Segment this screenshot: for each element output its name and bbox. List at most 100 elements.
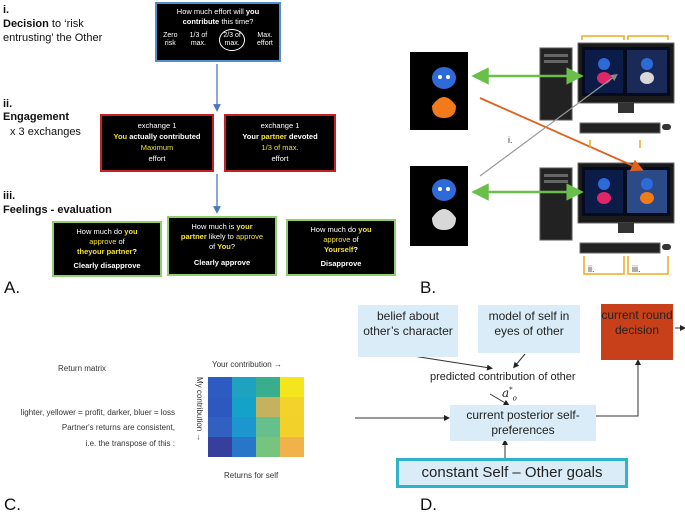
y-axis-label: My contribution → <box>195 377 204 442</box>
a-sup: * <box>509 386 513 394</box>
decision-screen: How much effort will you contribute this… <box>155 2 281 62</box>
exchange-left-you: You <box>113 132 128 141</box>
eval1-q3: theyour partner <box>76 247 133 256</box>
avatar-top-head <box>432 67 456 89</box>
eval1-line2: approve of <box>54 237 160 247</box>
eval1-line1: How much do you <box>54 227 160 237</box>
bracket-bottom-left <box>583 256 625 275</box>
matrix-cell <box>208 397 232 417</box>
eval1-answer: Clearly disapprove <box>73 261 141 270</box>
opt2-l2: max. <box>190 40 206 47</box>
predicted-symbol: a*o <box>502 386 517 402</box>
predicted-label: predicted contribution of other <box>430 371 576 383</box>
monitor-bottom-right-pane <box>627 170 667 213</box>
label-iii: iii. <box>632 264 641 274</box>
eval1-q2-post: of <box>116 237 125 246</box>
eval3-line3: Yourself? <box>288 245 394 255</box>
node-posterior: current posterior self-preferences <box>450 405 596 441</box>
arrow-model <box>513 353 526 369</box>
avatar-top-body <box>432 97 456 118</box>
exchange-right-title: exchange 1 <box>260 121 300 130</box>
computer-top <box>539 42 675 134</box>
matrix-cell <box>256 397 280 417</box>
arrow-belief <box>412 355 493 371</box>
return-matrix-heatmap <box>208 377 304 457</box>
decision-question: How much effort will you <box>157 7 279 17</box>
matrix-cell <box>208 417 232 437</box>
eval2-q3-em: You <box>217 242 231 251</box>
decision-question-line2: contribute this time? <box>157 17 279 27</box>
step-iii-number: iii. <box>3 190 16 202</box>
exchange-left-line2: You actually contributed <box>102 131 212 142</box>
matrix-cell <box>256 437 280 457</box>
exchange-right-unit: effort <box>271 154 289 163</box>
tower-top <box>539 47 573 121</box>
exchange-right-partner: partner <box>260 132 287 141</box>
arrow-orange <box>479 97 644 172</box>
matrix-cell <box>256 417 280 437</box>
exchange-screen-self: exchange 1 You actually contributed Maxi… <box>100 114 214 172</box>
step-i-title-line2: entrusting’ the Other <box>3 32 103 44</box>
step-iii-title: Feelings - evaluation <box>3 204 112 216</box>
eval3-line1: How much do you <box>288 225 394 235</box>
return-matrix-title: Return matrix <box>58 364 107 373</box>
computer-bottom <box>539 162 675 254</box>
keyboard-bottom <box>579 242 661 254</box>
arrow-predicted <box>489 393 510 406</box>
step-ii-title: Engagement <box>3 111 70 123</box>
step-ii-number: ii. <box>3 98 13 110</box>
eval1-q1-pre: How much do <box>76 227 125 236</box>
monitor-bottom-left-pane <box>585 170 623 213</box>
node-model-of-self: model of self in eyes of other <box>478 305 580 353</box>
step-i-title: Decision to ‘risk <box>3 18 133 31</box>
exchange-left-title: exchange 1 <box>137 121 177 130</box>
matrix-cell <box>256 377 280 397</box>
exchange-screen-partner: exchange 1 Your partner devoted 1/3 of m… <box>224 114 336 172</box>
option-max-effort[interactable]: Max.effort <box>257 32 273 51</box>
eval3-q2-post: of <box>350 235 359 244</box>
tower-bottom <box>539 167 573 241</box>
opt3-l1: 2/3 of <box>223 32 241 39</box>
avatar-top-photo <box>410 52 468 130</box>
matrix-cell <box>280 377 304 397</box>
matrix-cell <box>232 377 256 397</box>
exchange-right-pre: Your <box>242 132 261 141</box>
exchange-left-unit: effort <box>148 154 166 163</box>
panel-d-arrows <box>355 325 685 458</box>
panel-a-letter: A. <box>4 278 21 297</box>
panel-b-letter: B. <box>420 278 437 297</box>
eval2-line1: How much is your <box>169 222 275 232</box>
eval2-line2: partner likely to approve <box>169 232 275 242</box>
avatar-bottom-body <box>432 209 456 230</box>
a-symbol: a <box>502 386 510 400</box>
step-i-number: i. <box>3 4 10 16</box>
eval3-q3-post: ? <box>353 245 359 254</box>
panel-b-illustration <box>410 35 675 275</box>
avatar-bottom-photo <box>410 166 468 246</box>
eval2-q1-pre: How much is <box>191 222 237 231</box>
node-belief: belief about other’s character <box>358 305 458 357</box>
label-i: i. <box>508 135 513 145</box>
monitor-top-left-pane <box>585 50 623 93</box>
matrix-cell <box>280 437 304 457</box>
eval-screen-partner: How much do you approve of theyour partn… <box>52 221 162 277</box>
eval-screen-partner-approval: How much is your partner likely to appro… <box>167 216 277 276</box>
x-axis-label: Your contribution → <box>212 360 282 369</box>
arrow-to-decision <box>595 359 641 417</box>
matrix-cell <box>208 377 232 397</box>
bracket-top-left <box>581 35 625 40</box>
avatar-bottom-head <box>432 179 456 201</box>
return-matrix-line1: lighter, yellower = profit, darker, blue… <box>20 408 175 417</box>
matrix-cell <box>232 437 256 457</box>
eval2-q3-post: ? <box>230 242 236 251</box>
matrix-cell <box>232 397 256 417</box>
eval1-line3: theyour partner? <box>54 247 160 257</box>
opt4-l2: effort <box>257 40 273 47</box>
exchange-right-line2: Your partner devoted <box>226 131 334 142</box>
eval1-q2-em: approve <box>89 237 117 246</box>
matrix-cell <box>280 417 304 437</box>
